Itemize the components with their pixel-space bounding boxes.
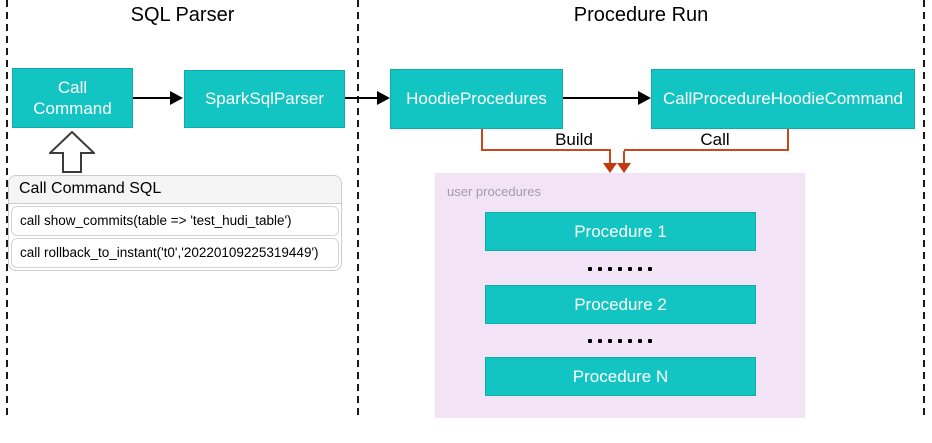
section-title-procedure-run: Procedure Run: [573, 4, 709, 26]
section-title-sql-parser: SQL Parser: [130, 4, 235, 26]
arrow-line: [345, 97, 379, 99]
procedure-label: Procedure 2: [574, 294, 667, 314]
dot: [598, 267, 602, 271]
dot: [628, 267, 632, 271]
dot: [638, 267, 642, 271]
node-call-command: Call Command: [12, 68, 133, 128]
sql-panel-title: Call Command SQL: [9, 176, 341, 204]
arrow-head-icon: [170, 91, 183, 105]
procedure-box: Procedure 1: [485, 212, 756, 251]
arrow-line: [133, 97, 172, 99]
procedure-label: Procedure 1: [574, 221, 667, 241]
edge-build-segment: [481, 149, 611, 151]
edge-call-segment: [787, 129, 789, 150]
dot: [648, 267, 652, 271]
dot: [588, 267, 592, 271]
node-call-procedure-hoodie-command: CallProcedureHoodieCommand: [651, 69, 915, 129]
hollow-up-arrow-icon: [49, 131, 95, 173]
arrow-hoodieprocedures-to-callprocedure: [563, 91, 651, 105]
user-procedures-label: user procedures: [447, 184, 541, 199]
arrow-head-icon: [638, 91, 651, 105]
sql-examples-panel: Call Command SQL call show_commits(table…: [8, 175, 342, 271]
section-divider-left: [6, 0, 8, 415]
dot: [618, 267, 622, 271]
arrow-head-icon: [377, 91, 390, 105]
dot: [628, 339, 632, 343]
node-label: SparkSqlParser: [204, 89, 325, 109]
dot: [608, 267, 612, 271]
section-divider-right: [923, 0, 925, 415]
node-label: HoodieProcedures: [406, 89, 547, 109]
procedure-box: Procedure N: [485, 357, 756, 396]
node-label: Call Command: [33, 77, 112, 118]
arrow-callcommand-to-parser: [133, 91, 183, 105]
edge-label-build: Build: [555, 130, 593, 149]
node-hoodie-procedures: HoodieProcedures: [390, 69, 563, 129]
dot: [588, 339, 592, 343]
dot: [618, 339, 622, 343]
ellipsis-dots: [435, 339, 805, 343]
sql-example-row: call rollback_to_instant('t0','202201092…: [11, 238, 339, 268]
procedure-label: Procedure N: [572, 366, 669, 386]
arrow-line: [563, 97, 640, 99]
node-label: CallProcedureHoodieCommand: [662, 89, 903, 109]
edge-label-call: Call: [700, 130, 730, 149]
edge-build-segment: [481, 129, 483, 150]
dot: [638, 339, 642, 343]
node-spark-sql-parser: SparkSqlParser: [184, 70, 345, 128]
dot: [608, 339, 612, 343]
edge-call-segment: [623, 151, 625, 164]
dot: [598, 339, 602, 343]
sql-example-row: call show_commits(table => 'test_hudi_ta…: [11, 206, 339, 236]
ellipsis-dots: [435, 267, 805, 271]
edge-call-arrow-head-icon: [617, 163, 631, 173]
user-procedures-panel: user procedures Procedure 1 Procedure 2 …: [435, 173, 805, 418]
edge-build-arrow-head-icon: [603, 163, 617, 173]
edge-build-segment: [609, 151, 611, 164]
dot: [648, 339, 652, 343]
procedure-box: Procedure 2: [485, 285, 756, 324]
section-divider-middle: [357, 0, 359, 415]
edge-call-segment: [624, 149, 789, 151]
arrow-parser-to-hoodieprocedures: [345, 91, 390, 105]
